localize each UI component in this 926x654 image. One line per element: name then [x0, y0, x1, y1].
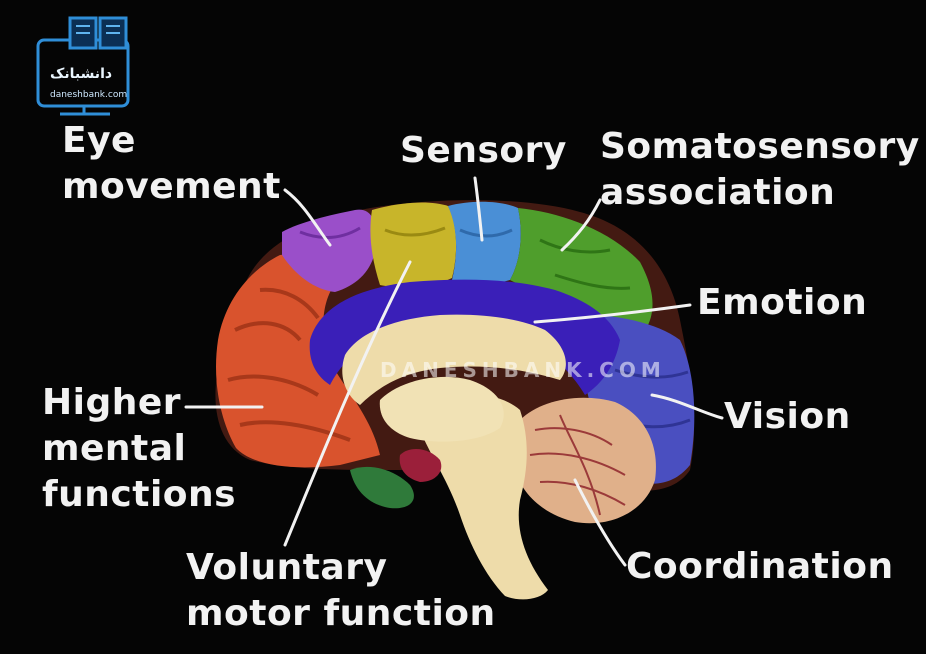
- pointer-lines: [184, 176, 724, 567]
- logo-title: دانشبانک: [50, 66, 113, 82]
- label-somatosensory-line1: Somatosensory: [600, 126, 920, 167]
- motor-cortex-region: [370, 202, 457, 288]
- corpus-callosum: [342, 314, 566, 405]
- logo-subtitle: daneshbank.com: [50, 90, 128, 100]
- pointer-eye-movement: [283, 188, 332, 247]
- watermark: DANESHBANK.COM: [380, 358, 666, 382]
- hypothalamus: [399, 448, 442, 482]
- label-eye-movement: Eye movement: [62, 118, 281, 210]
- label-eye-movement-line2: movement: [62, 166, 281, 207]
- label-coordination: Coordination: [626, 546, 894, 587]
- label-voluntary-motor-function: Voluntary motor function: [186, 545, 496, 637]
- brainstem: [420, 394, 548, 600]
- label-eye-movement-line1: Eye: [62, 120, 136, 161]
- label-higher-mental-line2: mental: [42, 428, 187, 469]
- logo-badge: [36, 16, 130, 116]
- label-somatosensory-line2: association: [600, 172, 836, 213]
- pointer-voluntary-motor: [283, 260, 412, 547]
- label-somatosensory: Somatosensory association: [600, 124, 920, 216]
- label-voluntary-motor-line2: motor function: [186, 593, 496, 634]
- label-higher-mental-line3: functions: [42, 474, 237, 515]
- sensory-cortex-region: [448, 201, 521, 285]
- label-sensory: Sensory: [400, 130, 567, 171]
- pointer-vision: [650, 393, 724, 420]
- pointer-coordination: [573, 478, 627, 567]
- temporal-region: [350, 466, 414, 509]
- label-emotion: Emotion: [697, 282, 868, 323]
- label-vision: Vision: [724, 396, 851, 437]
- label-higher-mental-line1: Higher: [42, 382, 182, 423]
- label-higher-mental-functions: Higher mental functions: [42, 380, 236, 518]
- thalamus: [379, 376, 504, 442]
- pointer-sensory: [473, 176, 484, 242]
- somatosensory-region: [510, 208, 653, 325]
- pointer-emotion: [533, 303, 692, 324]
- cerebellum-region: [512, 397, 656, 524]
- label-voluntary-motor-line1: Voluntary: [186, 547, 388, 588]
- pointer-somatosensory: [560, 198, 602, 252]
